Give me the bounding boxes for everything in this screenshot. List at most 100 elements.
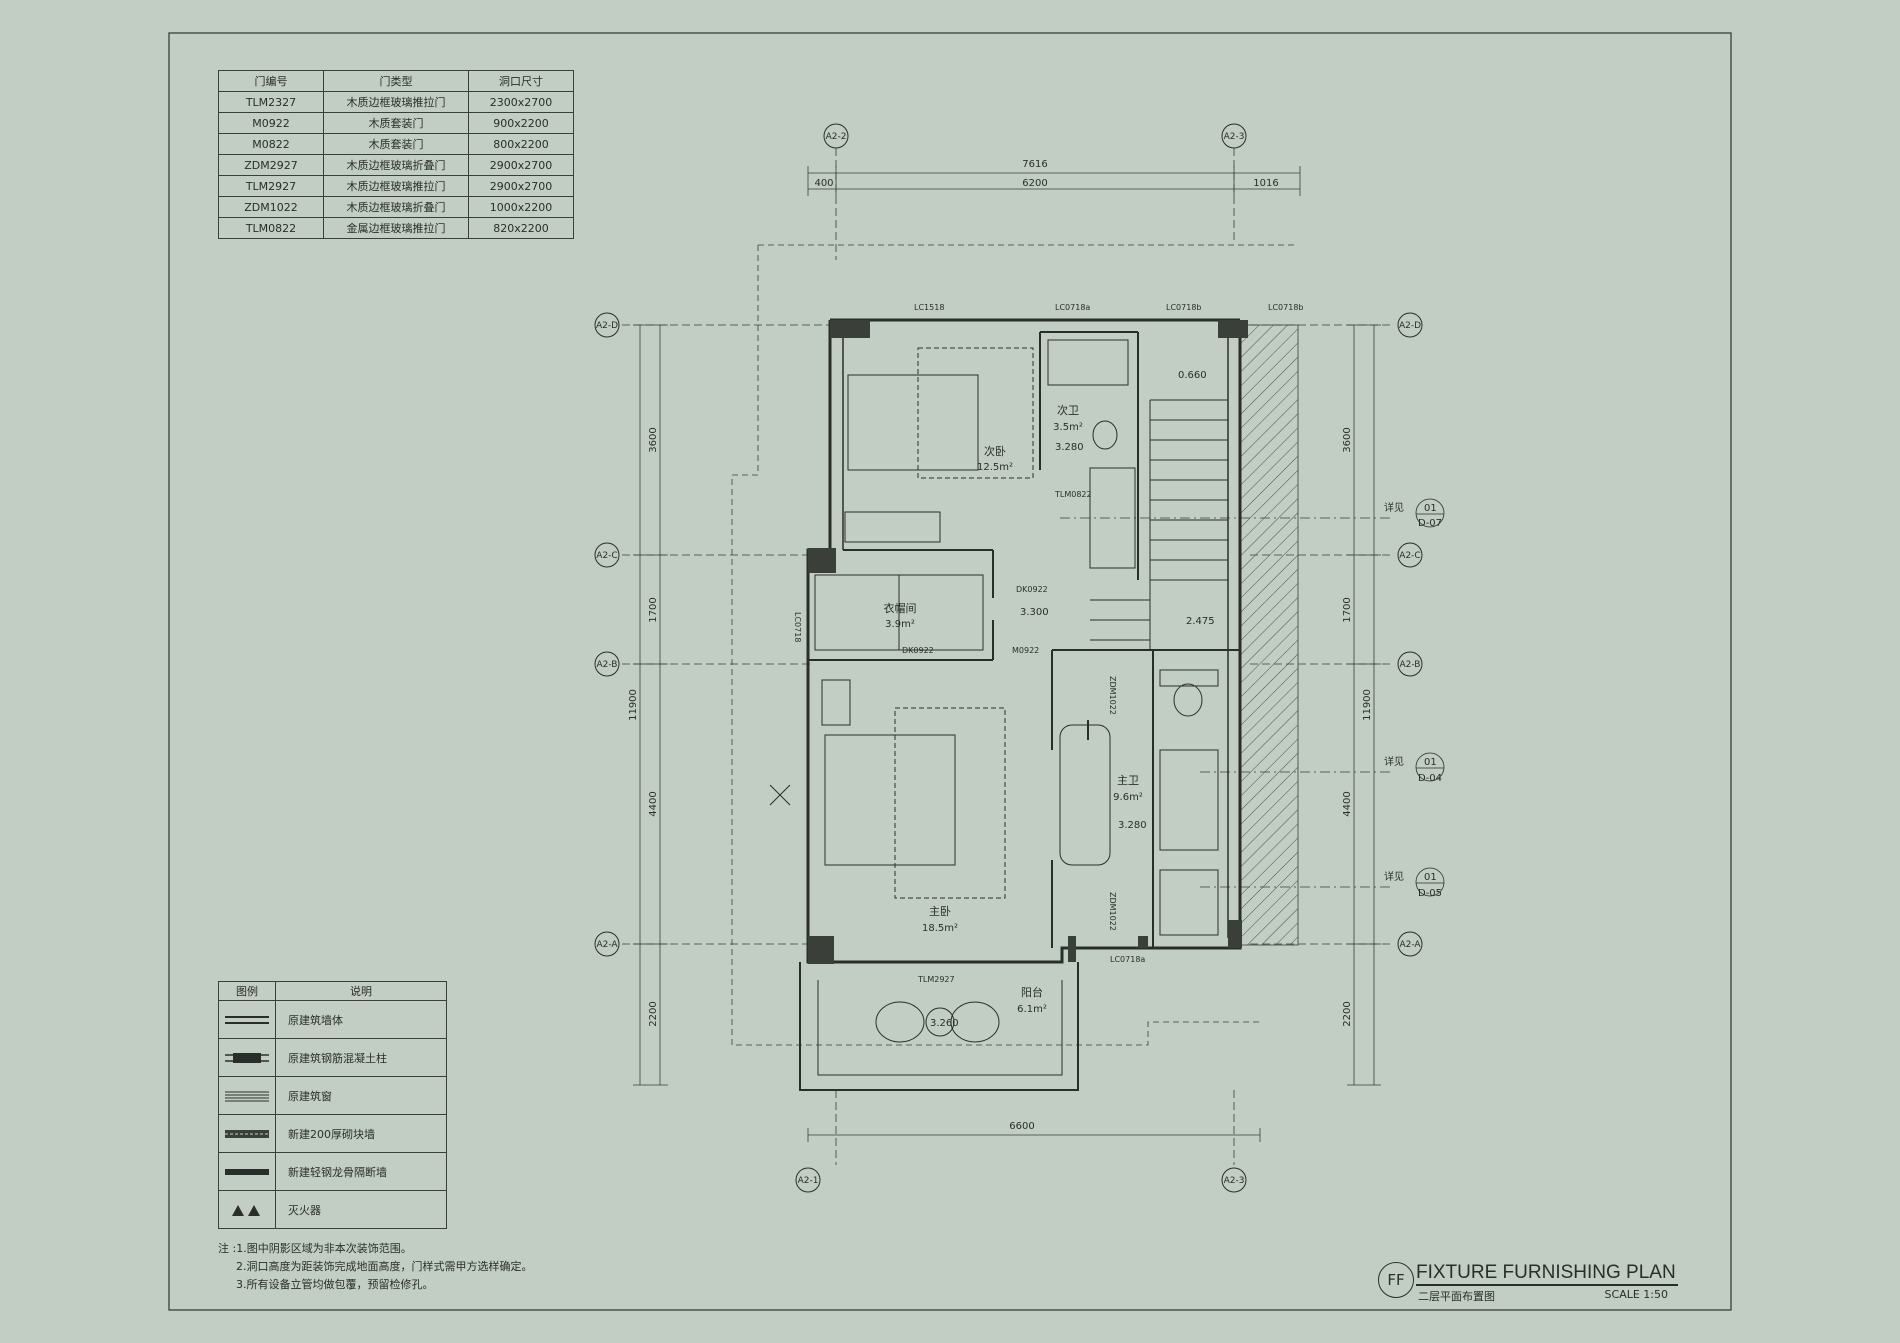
detail-ref-3-sheet: D-05	[1418, 888, 1442, 899]
legend-header-desc: 说明	[275, 981, 447, 1001]
legend-label: 原建筑钢筋混凝土柱	[275, 1038, 447, 1077]
note-line: 注 :1.图中阴影区域为非本次装饰范围。	[218, 1242, 412, 1255]
plan-subtitle: 二层平面布置图	[1418, 1290, 1495, 1303]
drawing-code-badge: FF	[1378, 1262, 1414, 1298]
table-cell: 2900x2700	[468, 175, 574, 197]
room-area-master-bath: 9.6m²	[1113, 792, 1143, 803]
columns	[808, 320, 1248, 964]
detail-ref-1-label: 详见	[1384, 501, 1404, 514]
opening-label-6: DK0922	[1016, 585, 1048, 594]
door-table-header-cell: 门编号	[218, 70, 324, 92]
table-row: M0822 木质套装门 800x2200	[218, 133, 574, 155]
room-area-secondary-bedroom: 12.5m²	[977, 462, 1013, 473]
plan-title: FIXTURE FURNISHING PLAN	[1416, 1262, 1678, 1286]
extinguisher-icon	[232, 1204, 260, 1216]
table-cell: 金属边框玻璃推拉门	[323, 217, 469, 239]
opening-label-3: LC0718b	[1166, 303, 1201, 312]
dim-top-seg-1: 400	[814, 178, 833, 189]
dim-left-total: 11900	[628, 689, 639, 721]
dim-right-seg-2: 1700	[1342, 597, 1353, 622]
grid-bubble-left-3: A2-B	[597, 660, 618, 670]
grid-bubble-bottom-2: A2-3	[1224, 1176, 1245, 1186]
table-cell: 2900x2700	[468, 154, 574, 176]
balcony-outline	[799, 962, 1079, 1091]
grid-bubble-right-2: A2-C	[1399, 551, 1420, 561]
legend-symbol-cell	[218, 1000, 276, 1039]
grid-bubbles	[594, 123, 1423, 1193]
room-labels: 次卧 12.5m² 次卫 3.5m² 衣帽间 3.9m² 主卧 18.5m² 主…	[884, 403, 1143, 1015]
table-row: ZDM2927 木质边框玻璃折叠门 2900x2700	[218, 154, 574, 176]
table-row: 原建筑墙体	[218, 1000, 447, 1039]
opening-label-4: LC0718b	[1268, 303, 1303, 312]
table-cell: M0822	[218, 133, 324, 155]
dim-top-total: 7616	[1022, 159, 1047, 170]
legend-label: 原建筑窗	[275, 1076, 447, 1115]
stairs	[1090, 399, 1228, 650]
opening-label-12: LC0718a	[1110, 955, 1145, 964]
table-cell: 木质套装门	[323, 112, 469, 134]
dim-right-seg-1: 3600	[1342, 427, 1353, 452]
dim-left-seg-2: 1700	[648, 597, 659, 622]
opening-label-1: LC1518	[914, 303, 944, 312]
table-cell: ZDM2927	[218, 154, 324, 176]
table-cell: TLM0822	[218, 217, 324, 239]
dimension-labels: 7616 400 6200 1016 6600 11900 3600 1700 …	[628, 159, 1373, 1132]
detail-refs: 详见 01 D-07 详见 01 D-04 详见 01 D-05	[1384, 501, 1442, 899]
lower-floor-outline	[731, 244, 1296, 1046]
grid-bubble-top-2: A2-3	[1224, 132, 1245, 142]
notes: 注 :1.图中阴影区域为非本次装饰范围。 2.洞口高度为距装饰完成地面高度，门样…	[218, 1240, 533, 1294]
detail-ref-3-label: 详见	[1384, 870, 1404, 883]
detail-ref-1-num: 01	[1424, 503, 1437, 514]
table-row: TLM0822 金属边框玻璃推拉门 820x2200	[218, 217, 574, 239]
detail-ref-2-label: 详见	[1384, 755, 1404, 768]
detail-ref-3-num: 01	[1424, 872, 1437, 883]
room-area-master-bedroom: 18.5m²	[922, 923, 958, 934]
title-block: FF FIXTURE FURNISHING PLAN 二层平面布置图 SCALE…	[1378, 1260, 1678, 1305]
legend-symbol-cell	[218, 1190, 276, 1229]
opening-label-11: ZDM1022	[1108, 892, 1117, 931]
elevation-3: 3.300	[1020, 607, 1049, 618]
table-row: TLM2927 木质边框玻璃推拉门 2900x2700	[218, 175, 574, 197]
table-cell: 木质边框玻璃推拉门	[323, 91, 469, 113]
grid-lines	[622, 148, 1392, 1165]
table-row: 原建筑钢筋混凝土柱	[218, 1038, 447, 1077]
dim-right-seg-4: 2200	[1342, 1001, 1353, 1026]
grid-bubble-left-2: A2-C	[596, 551, 617, 561]
opening-label-9: LC0718	[793, 612, 802, 642]
block-wall-symbol-icon	[225, 1129, 269, 1138]
table-cell: 1000x2200	[468, 196, 574, 218]
table-cell: 820x2200	[468, 217, 574, 239]
grid-bubble-right-4: A2-A	[1399, 940, 1421, 950]
grid-bubble-left-1: A2-D	[596, 321, 618, 331]
bed-1	[824, 734, 956, 866]
opening-labels: LC1518 LC0718a LC0718b LC0718b TLM0822 D…	[793, 303, 1303, 984]
table-cell: 木质边框玻璃折叠门	[323, 196, 469, 218]
room-name-balcony: 阳台	[1021, 985, 1043, 999]
legend-symbol-cell	[218, 1076, 276, 1115]
partition-wall-symbol-icon	[225, 1168, 269, 1175]
table-row: 新建轻钢龙骨隔断墙	[218, 1152, 447, 1191]
legend-header: 图例 说明	[218, 981, 447, 1001]
table-cell: 2300x2700	[468, 91, 574, 113]
table-cell: 木质套装门	[323, 133, 469, 155]
dim-top-seg-2: 6200	[1022, 178, 1047, 189]
dim-right-seg-3: 4400	[1342, 791, 1353, 816]
walls	[806, 318, 1242, 964]
dim-top-seg-3: 1016	[1253, 178, 1278, 189]
detail-ref-2-sheet: D-04	[1418, 773, 1442, 784]
door-table-header-cell: 门类型	[323, 70, 469, 92]
detail-ref-circles	[1415, 498, 1445, 897]
plan-scale: SCALE 1:50	[1604, 1288, 1668, 1301]
grid-bubble-right-3: A2-B	[1400, 660, 1421, 670]
opening-label-7: DK0922	[902, 646, 934, 655]
balcony-inner	[817, 980, 1063, 1076]
note-line: 3.所有设备立管均做包覆，预留检修孔。	[236, 1278, 434, 1291]
table-cell: ZDM1022	[218, 196, 324, 218]
wall-symbol-icon	[225, 1015, 269, 1024]
legend-header-symbol: 图例	[218, 981, 276, 1001]
door-schedule-table: 门编号 门类型 洞口尺寸 TLM2327 木质边框玻璃推拉门 2300x2700…	[218, 70, 574, 239]
elevation-2: 3.280	[1055, 442, 1084, 453]
detail-ref-2-num: 01	[1424, 757, 1437, 768]
room-name-secondary-bedroom: 次卧	[984, 444, 1006, 458]
